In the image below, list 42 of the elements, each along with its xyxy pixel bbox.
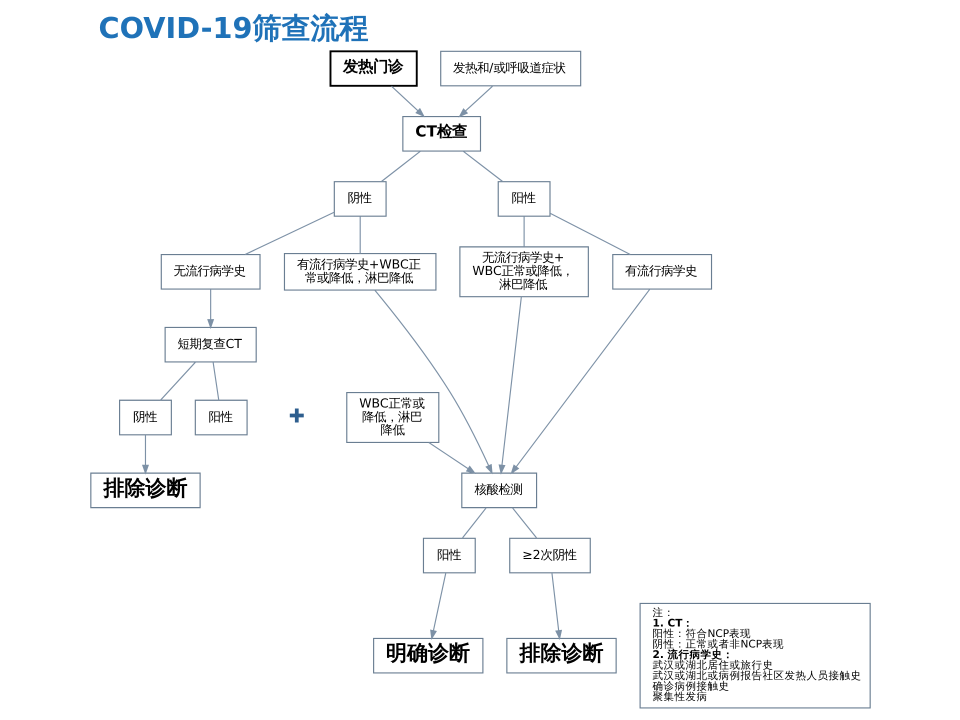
connector xyxy=(244,212,334,256)
node-box: 有流行病学史+WBC正常或降低，淋巴降低 xyxy=(283,253,436,291)
arrow xyxy=(374,290,492,474)
connector xyxy=(160,362,196,401)
node-box: 无流行病学史+WBC正常或降低，淋巴降低 xyxy=(458,246,588,298)
node-box: 阳性 xyxy=(497,181,550,217)
connector xyxy=(549,212,630,255)
node-box: 阳性 xyxy=(194,400,248,436)
arrow xyxy=(428,442,476,474)
node-box: ≥2次阴性 xyxy=(508,538,590,574)
node-box: 排除诊断 xyxy=(506,638,616,674)
arrow xyxy=(430,573,446,640)
node-box: 阴性 xyxy=(118,400,172,436)
connector xyxy=(380,150,420,182)
connector xyxy=(462,508,486,538)
node-box: 发热和/或呼吸道症状 xyxy=(440,50,581,86)
connector xyxy=(512,508,536,538)
node-box: 短期复查CT xyxy=(164,326,256,362)
arrow xyxy=(141,434,148,475)
node-box: 注： 1. CT： 阳性：符合NCP表现 阴性：正常或者非NCP表现 2. 流行病学史： 武汉或湖北居住或旅行史 武汉或湖北或病例报告社区发热人员接触史 确诊病例接触史 聚集性发病 xyxy=(639,602,870,709)
node-box: 有流行病学史 xyxy=(612,254,712,290)
node-box: 核酸检测 xyxy=(460,472,537,508)
node-box: 无流行病学史 xyxy=(160,254,260,290)
connector xyxy=(359,216,360,254)
arrow xyxy=(458,86,492,118)
node-box: 阳性 xyxy=(422,538,476,574)
connector xyxy=(212,362,219,400)
node-box: 排除诊断 xyxy=(90,472,200,508)
arrow xyxy=(510,289,650,474)
arrow xyxy=(498,296,522,475)
node-box: CT检查 xyxy=(402,116,481,152)
node-box: WBC正常或降低，淋巴降低 xyxy=(346,392,439,444)
arrow xyxy=(550,573,562,640)
node-box: 阴性 xyxy=(333,181,386,217)
connector xyxy=(523,216,524,247)
diagram-title: COVID-19筛查流程 xyxy=(98,10,368,45)
arrow xyxy=(390,86,424,118)
node-box: 发热门诊 xyxy=(329,50,418,87)
node-box: 明确诊断 xyxy=(372,638,483,674)
label: ✚ xyxy=(288,404,304,428)
connector xyxy=(462,150,502,182)
arrow xyxy=(206,289,214,330)
